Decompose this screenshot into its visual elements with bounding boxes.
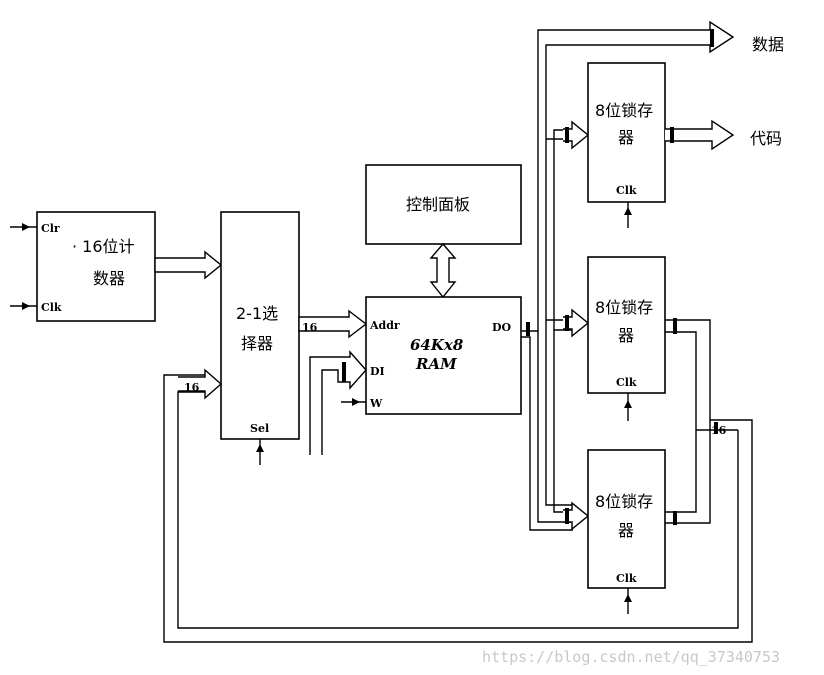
counter-clk-input — [10, 302, 37, 310]
latch-2-pin-clk: Clk — [616, 376, 637, 389]
data-output-label: 数据 — [752, 35, 784, 54]
latch3-input-marker — [565, 508, 569, 524]
counter-block: · 16位计 数器 Clr Clk 16 — [36, 211, 174, 322]
mux-label-line1: 2-1选 — [236, 304, 278, 323]
control-panel-block: 控制面板 — [365, 164, 522, 245]
counter-pin-clr: Clr — [41, 222, 60, 235]
watermark-text: https://blog.csdn.net/qq_37340753 — [482, 648, 780, 666]
code-bus-marker — [670, 127, 674, 143]
counter-pin-clk: Clk — [41, 301, 62, 314]
latch-1-label-line1: 8位锁存 — [595, 101, 653, 120]
latch-3-label-line2: 器 — [618, 521, 634, 540]
ram-di-bus-marker — [342, 362, 346, 382]
latch-2-label-line1: 8位锁存 — [595, 298, 653, 317]
code-output-label: 代码 — [750, 129, 782, 148]
latch-2-label-line2: 器 — [618, 326, 634, 345]
feedback-to-mux-bus-arrow — [178, 368, 223, 400]
latch-3-pin-clk: Clk — [616, 572, 637, 585]
latch1-input-marker — [565, 127, 569, 143]
ram-do-distribution-bus — [521, 29, 575, 531]
latch-2-block: 8位锁存 器 Clk — [587, 256, 666, 394]
feedback-bus-width-label-right: 16 — [711, 424, 727, 437]
ram-block: 64Kx8 RAM Addr DI W DO — [365, 296, 522, 415]
mux-sel-input — [256, 439, 264, 465]
latch-1-label-line2: 器 — [618, 128, 634, 147]
latch-3-clk-input — [624, 588, 632, 614]
control-panel-label: 控制面板 — [406, 195, 470, 214]
mux-bus-width-label: 16 — [302, 321, 318, 334]
ram-pin-w: W — [369, 397, 383, 410]
mux-block: 2-1选 择器 Sel — [220, 211, 300, 440]
ram-label-line1: 64Kx8 — [410, 336, 464, 354]
latch-1-block: 8位锁存 器 Clk — [587, 62, 666, 203]
panel-ram-bidirectional-arrow — [429, 242, 457, 299]
latch-3-block: 8位锁存 器 Clk — [587, 449, 666, 589]
latch-2-clk-input — [624, 393, 632, 421]
mux-to-ram-addr-bus — [298, 309, 368, 339]
feedback-bus-width-label: 16 — [184, 381, 200, 394]
counter-to-mux-bus — [154, 250, 223, 280]
ram-label-line2: RAM — [415, 355, 457, 373]
data-output-bus-arrow — [575, 20, 735, 54]
ram-pin-do: DO — [492, 321, 512, 334]
mux-pin-sel: Sel — [250, 422, 269, 435]
code-output-bus-arrow — [665, 119, 735, 151]
latch-1-clk-input — [624, 202, 632, 228]
ram-w-input — [341, 398, 366, 406]
data-bus-marker — [710, 29, 714, 47]
latch-3-label-line1: 8位锁存 — [595, 492, 653, 511]
counter-clr-input — [10, 223, 37, 231]
ram-di-input-bus — [309, 350, 367, 455]
latch-1-pin-clk: Clk — [616, 184, 637, 197]
counter-label-line2: 数器 — [93, 269, 125, 288]
ram-pin-addr: Addr — [369, 319, 400, 332]
mux-label-line2: 择器 — [241, 334, 273, 353]
latch2-input-marker — [565, 315, 569, 331]
feedback-bus — [163, 318, 753, 643]
counter-label-line1: · 16位计 — [72, 237, 135, 256]
ram-pin-di: DI — [370, 365, 385, 378]
